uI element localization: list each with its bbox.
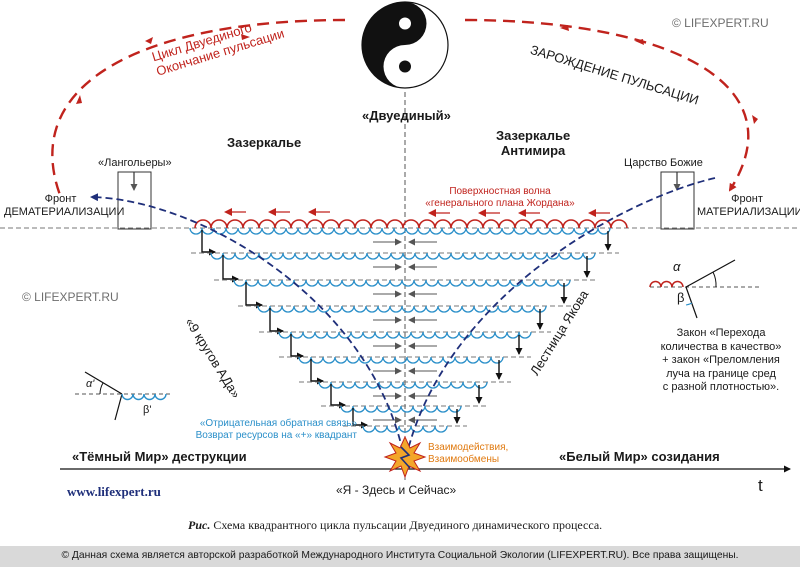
level-wave bbox=[233, 279, 571, 287]
interaction-burst-icon bbox=[383, 435, 427, 479]
ladder-step-left bbox=[290, 334, 304, 360]
front-left-label: Фронт ДЕМАТЕРИАЛИЗАЦИИ bbox=[4, 193, 125, 219]
front-left-line1: Фронт bbox=[44, 193, 77, 205]
front-right-label: Фронт МАТЕРИАЛИЗАЦИИ bbox=[697, 193, 800, 219]
kingdom-label: Царство Божие bbox=[624, 157, 703, 169]
surface-wave-line2: «генерального плана Жордана» bbox=[425, 198, 575, 209]
ladder-step-left bbox=[245, 282, 263, 309]
ladder-step-left bbox=[352, 408, 368, 429]
quadrant-levels bbox=[0, 227, 800, 433]
zazerkalie-anti-label: Зазеркалье Антимира bbox=[496, 128, 570, 158]
center-title: «Двуединый» bbox=[362, 108, 451, 123]
white-world-label: «Белый Мир» созидания bbox=[559, 449, 720, 464]
front-right-line2: МАТЕРИАЛИЗАЦИИ bbox=[697, 206, 800, 218]
here-now-label: «Я - Здесь и Сейчас» bbox=[336, 483, 457, 497]
beta-label: β bbox=[677, 290, 685, 305]
cycle-arc-right bbox=[464, 18, 750, 192]
refraction-inset-right bbox=[649, 259, 760, 319]
interaction-line1: Взаимодействия, bbox=[428, 442, 509, 453]
level-wave bbox=[318, 381, 488, 389]
surface-wave-line1: Поверхностная волна bbox=[449, 186, 551, 197]
ladder-step-left bbox=[269, 308, 284, 335]
law-text: Закон «Перехода количества в качество» +… bbox=[646, 327, 796, 395]
refraction-inset-left bbox=[75, 371, 170, 421]
ladder-step-left bbox=[201, 230, 216, 256]
ladder-step-left bbox=[222, 255, 239, 283]
level-wave bbox=[189, 227, 611, 235]
law-text-line2: количества в качество» bbox=[660, 340, 782, 353]
website-link[interactable]: www.lifexpert.ru bbox=[67, 484, 161, 499]
copyright-mid: © LIFEXPERT.RU bbox=[22, 290, 119, 304]
level-wave bbox=[210, 252, 596, 260]
level-wave bbox=[278, 331, 532, 339]
beta-prime-label: β' bbox=[143, 404, 152, 416]
ladder-step-left bbox=[330, 384, 346, 409]
footer-text: © Данная схема является авторской разраб… bbox=[61, 550, 739, 561]
caption-prefix: Рис. bbox=[188, 518, 211, 532]
zazerkalie-label: Зазеркалье bbox=[227, 135, 302, 150]
negative-feedback-line1: «Отрицательная обратная связь» bbox=[199, 418, 357, 429]
ladder-step-left bbox=[310, 359, 324, 385]
footer-bar: © Данная схема является авторской разраб… bbox=[0, 546, 800, 567]
cycle-arc-left bbox=[51, 18, 346, 196]
surface-wave-label: Поверхностная волна «генерального плана … bbox=[410, 186, 590, 210]
front-right-line1: Фронт bbox=[731, 193, 763, 205]
front-left-line2: ДЕМАТЕРИАЛИЗАЦИИ bbox=[4, 206, 125, 218]
level-wave bbox=[298, 356, 504, 364]
langoliers-label: «Лангольеры» bbox=[98, 157, 172, 169]
copyright-top: © LIFEXPERT.RU bbox=[672, 16, 769, 30]
alpha-prime-label: α' bbox=[86, 378, 95, 390]
level-wave bbox=[362, 425, 448, 433]
surface-wave-scallops bbox=[194, 219, 628, 229]
yin-yang-icon bbox=[361, 1, 449, 89]
alpha-label: α bbox=[673, 259, 681, 274]
arc-direction-arrows bbox=[76, 25, 758, 124]
negative-feedback-line2: Возврат ресурсов на «+» квадрант bbox=[195, 430, 357, 441]
level-wave bbox=[340, 405, 462, 413]
figure-caption: Рис. Схема квадрантного цикла пульсации … bbox=[188, 518, 602, 533]
law-text-line5: с разной плотностью». bbox=[662, 381, 780, 393]
dark-world-label: «Тёмный Мир» деструкции bbox=[72, 449, 247, 464]
zazerkalie-anti-line2: Антимира bbox=[500, 143, 566, 158]
interaction-line2: Взаимообмены bbox=[428, 454, 500, 465]
zazerkalie-anti-line1: Зазеркалье bbox=[496, 128, 571, 143]
surface-wave bbox=[194, 208, 628, 229]
caption-text: Схема квадрантного цикла пульсации Двуед… bbox=[213, 518, 603, 532]
interaction-label: Взаимодействия, Взаимообмены bbox=[428, 442, 508, 466]
negative-feedback-label: «Отрицательная обратная связь» Возврат р… bbox=[175, 418, 357, 442]
level-wave bbox=[257, 305, 547, 313]
law-text-line1: Закон «Перехода bbox=[676, 327, 766, 339]
law-text-line3: + закон «Преломления bbox=[662, 354, 780, 366]
law-text-line4: луча на границе сред bbox=[666, 367, 776, 380]
time-axis-label: t bbox=[758, 476, 763, 495]
